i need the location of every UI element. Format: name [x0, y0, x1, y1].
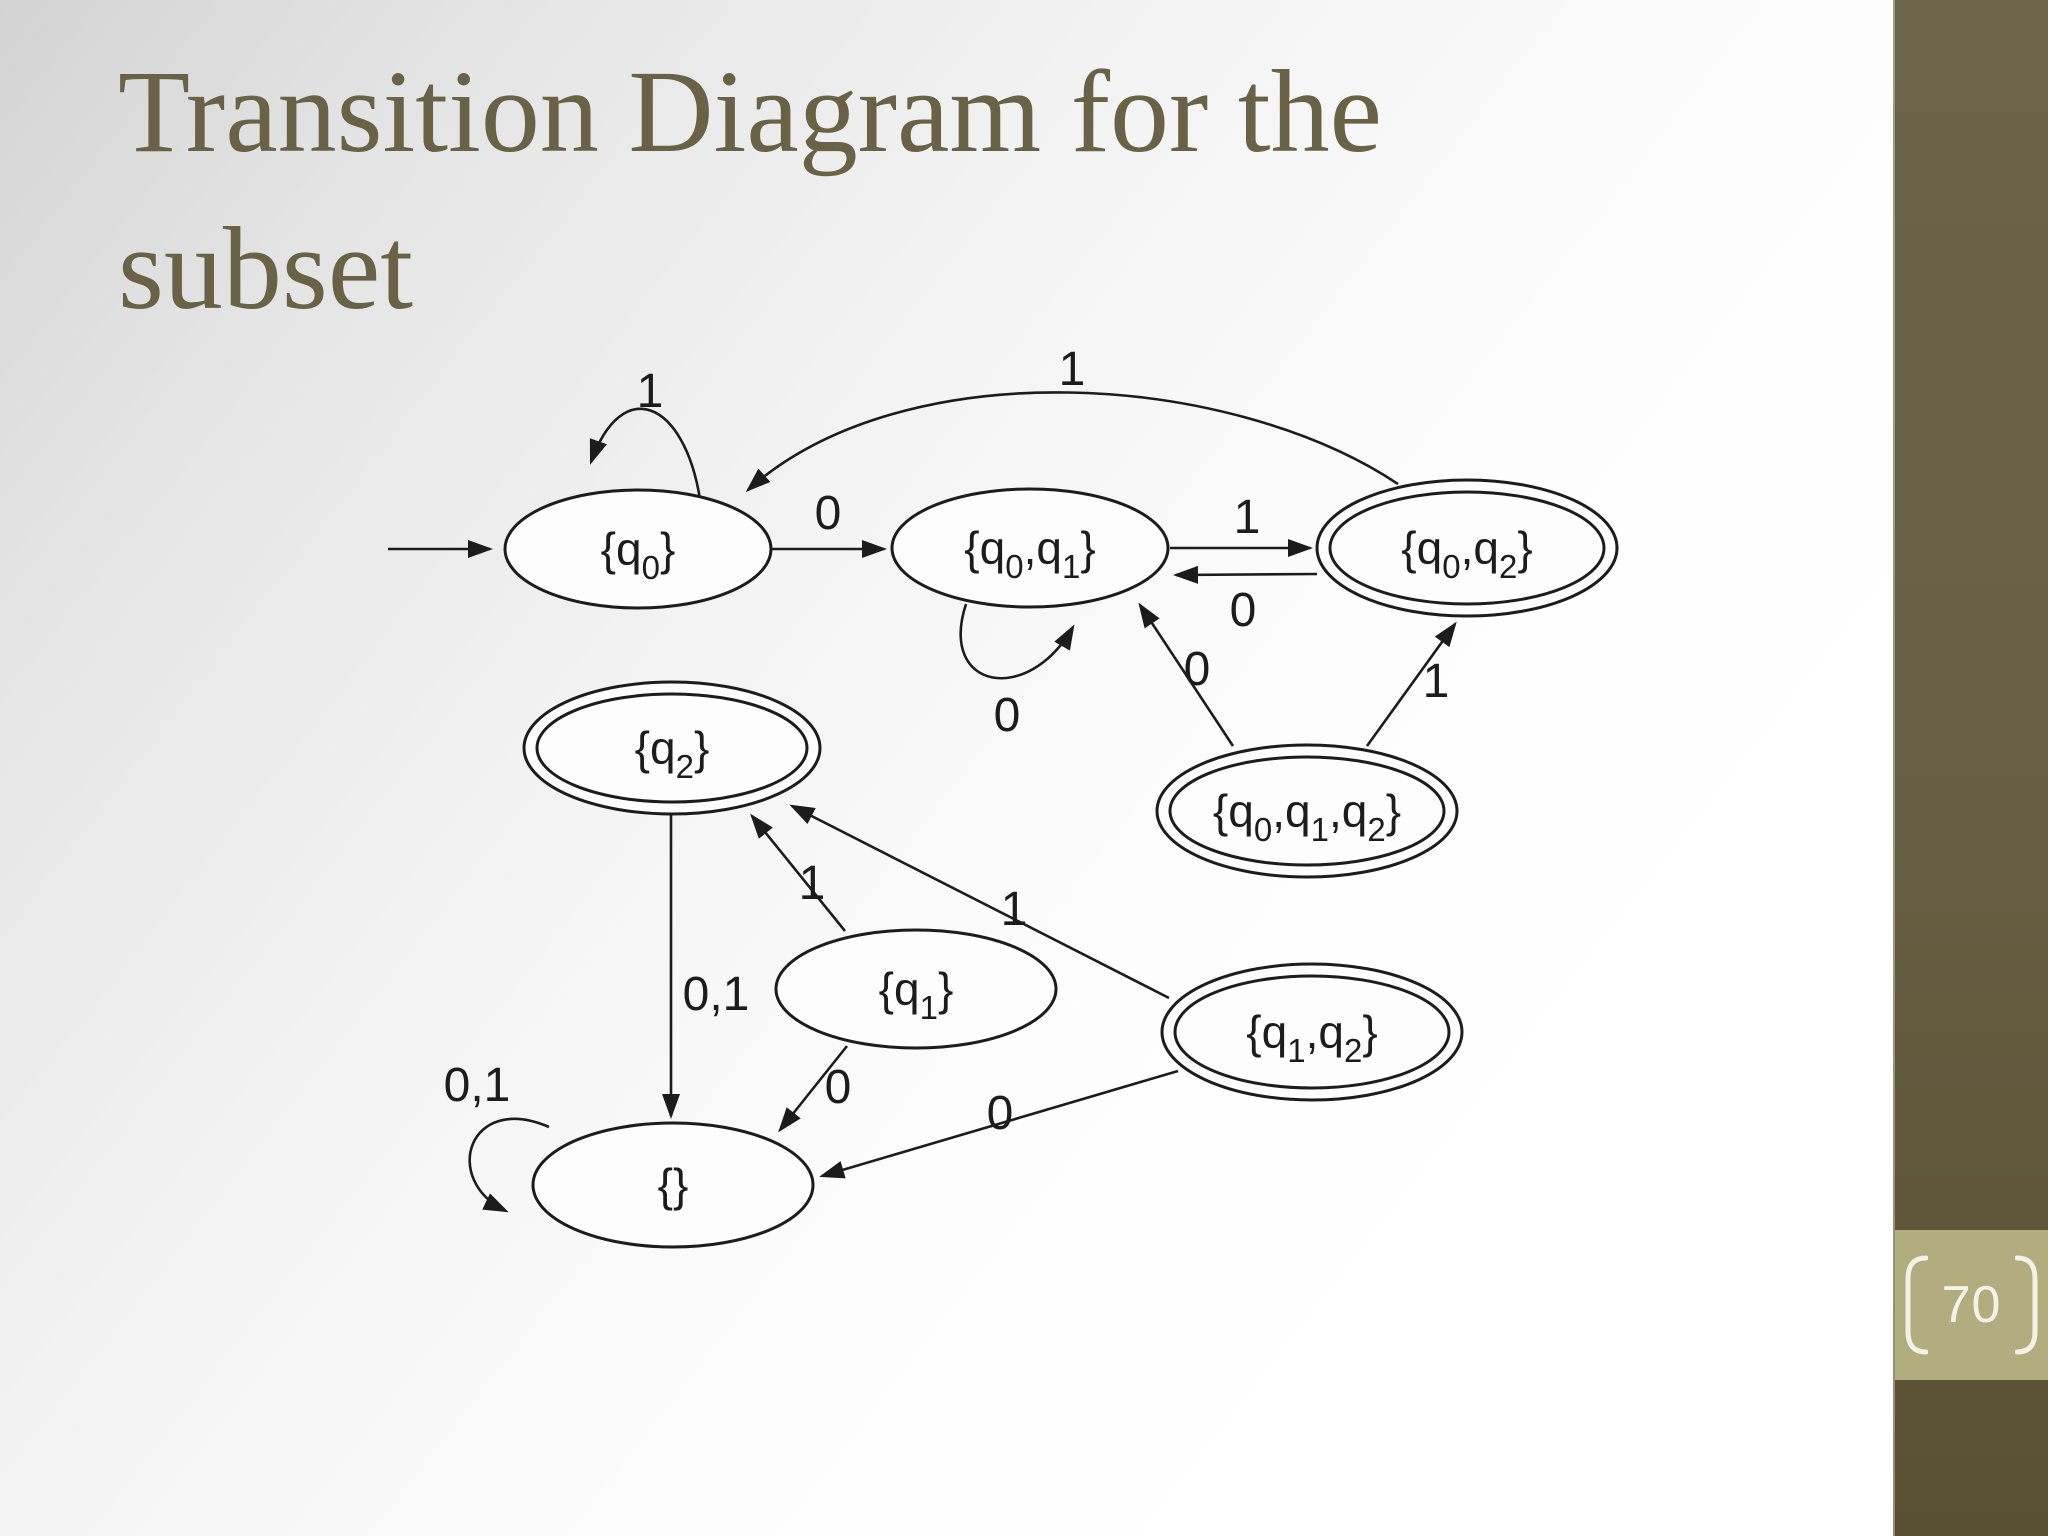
edge-empty-self: [468, 1117, 550, 1213]
edge-q1-q2: [750, 813, 847, 932]
state-q2: [522, 680, 822, 816]
state-q2-label: {q2}: [635, 722, 710, 785]
state-q0q2-label: {q0,q2}: [1401, 522, 1532, 585]
transitions-group: [388, 391, 1457, 1213]
edge-q0-q0q1-label: 0: [815, 487, 842, 540]
edge-q1-q2-label: 1: [799, 857, 826, 910]
edge-q1-empty: [778, 1045, 849, 1133]
edge-q0q2-q0q1: [1173, 565, 1318, 584]
state-q0q1q2-label: {q0,q1,q2}: [1213, 785, 1401, 848]
edge-q1q2-empty: [819, 1069, 1179, 1179]
state-q1q2-label: {q1,q2}: [1246, 1006, 1377, 1069]
state-q0q2-inner-ring: [1328, 490, 1606, 606]
state-q0q2: [1315, 478, 1619, 618]
slide-title: Transition Diagram for the subset: [118, 34, 1382, 348]
state-q1q2: [1160, 962, 1464, 1102]
states-group: [503, 478, 1619, 1249]
edge-q1q2-q2: [789, 804, 1170, 1000]
edge-q0q1-self-label: 0: [994, 689, 1021, 742]
edge-q0q1q2-q0q1-label: 0: [1184, 643, 1211, 696]
state-q0q1q2-inner-ring: [1168, 755, 1446, 867]
edge-q0q2-q0: [745, 391, 1399, 493]
state-q0-label: {q0}: [601, 523, 676, 586]
edge-q1q2-q2-label: 1: [1001, 883, 1028, 936]
edge-q0q1q2-q0q2-label: 1: [1423, 655, 1450, 708]
state-q1-label: {q1}: [879, 963, 954, 1026]
edge-q1-empty-label: 0: [825, 1061, 852, 1114]
state-q0q1-label: {q0,q1}: [964, 522, 1095, 585]
edge-q1q2-empty-label: 0: [987, 1087, 1014, 1140]
edge-q0q1-self: [959, 603, 1075, 680]
state-q1q2-inner-ring: [1173, 974, 1451, 1090]
state-q0q1: [890, 487, 1170, 609]
edge-q0q1-q0q2-label: 1: [1234, 491, 1261, 544]
slide-title-line2: subset: [118, 202, 413, 334]
state-empty-label: {}: [658, 1159, 689, 1211]
edge-q0-self: [589, 407, 702, 500]
state-q1: [774, 928, 1058, 1050]
edge-q0q1q2-q0q2: [1365, 621, 1457, 747]
state-q0: [503, 488, 773, 610]
edge-q0-self-label: 1: [637, 365, 664, 418]
edge-q0q2-q0-label: 1: [1059, 343, 1086, 396]
sidebar: 70: [1893, 0, 2048, 1536]
bracket-left-icon: [1905, 1255, 1928, 1355]
slide-title-line1: Transition Diagram for the: [118, 46, 1382, 177]
page-number-badge: 70: [1895, 1230, 2048, 1380]
bracket-right-icon: [2015, 1255, 2038, 1355]
edge-q2-empty-label: 0,1: [683, 968, 750, 1021]
state-q0q1q2: [1155, 743, 1459, 879]
edge-q0q2-q0q1-label: 0: [1230, 584, 1257, 637]
state-q2-inner-ring: [535, 692, 809, 804]
page-number: 70: [1941, 1276, 2002, 1334]
edge-empty-self-label: 0,1: [444, 1059, 511, 1112]
edge-q0q1q2-q0q1: [1138, 602, 1235, 747]
state-empty: [531, 1121, 815, 1249]
